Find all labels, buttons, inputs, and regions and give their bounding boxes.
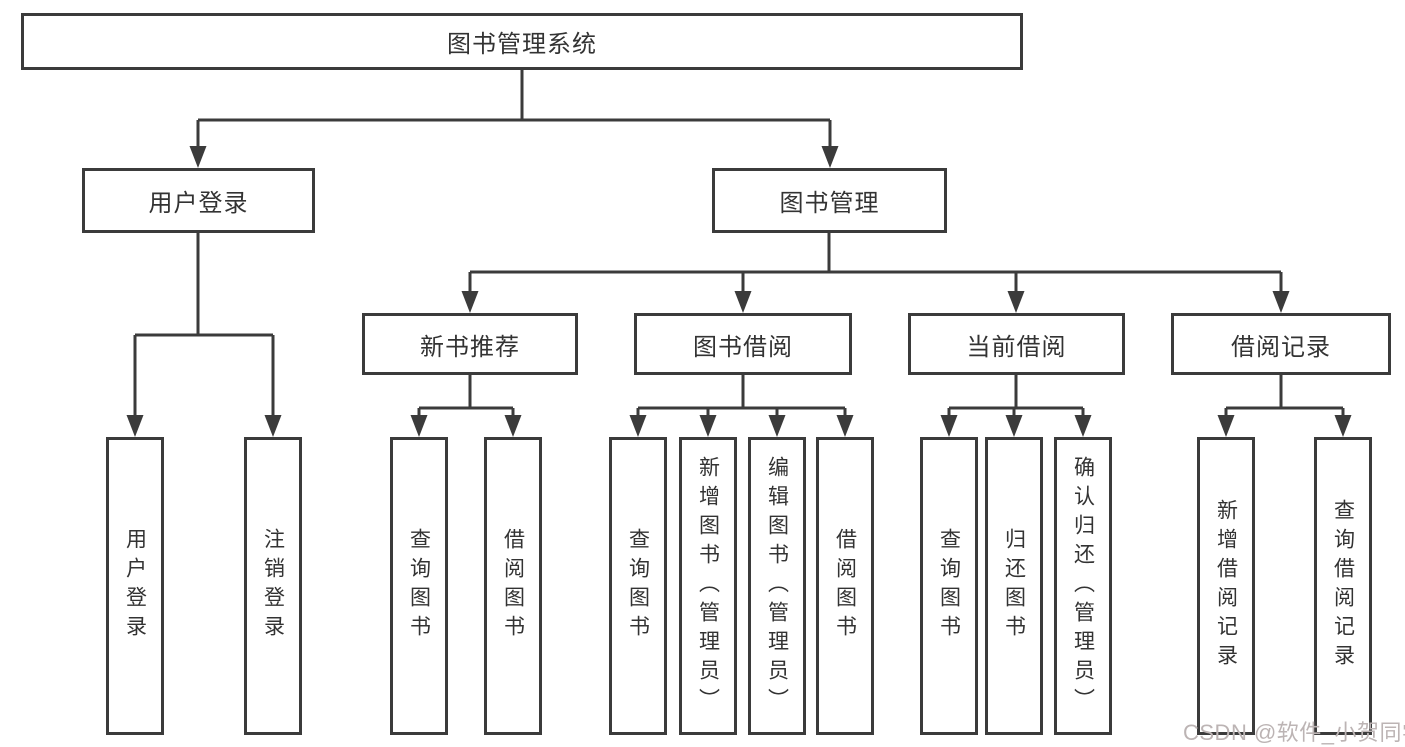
leaf-query-books-2: 查询图书: [609, 437, 667, 735]
arrow-head: [629, 415, 647, 437]
arrowheads: [126, 146, 1352, 437]
arrow-head: [1334, 415, 1352, 437]
leaf-logout: 注销登录: [244, 437, 302, 735]
arrow-head: [734, 291, 752, 313]
leaf-query-borrow-record: 查询借阅记录: [1314, 437, 1372, 735]
arrow-head: [1074, 415, 1092, 437]
node-user-login: 用户登录: [82, 168, 315, 233]
arrow-head: [126, 415, 144, 437]
arrow-head: [1007, 291, 1025, 313]
arrow-head: [1005, 415, 1023, 437]
node-book-management: 图书管理: [712, 168, 947, 233]
arrow-head: [699, 415, 717, 437]
leaf-user-login: 用户登录: [106, 437, 164, 735]
node-book-borrow: 图书借阅: [634, 313, 852, 375]
arrow-head: [821, 146, 839, 168]
node-new-book-recommend: 新书推荐: [362, 313, 578, 375]
node-borrow-records: 借阅记录: [1171, 313, 1391, 375]
leaf-return-book: 归还图书: [985, 437, 1043, 735]
arrow-head: [940, 415, 958, 437]
leaf-add-borrow-record: 新增借阅记录: [1197, 437, 1255, 735]
leaf-query-books-1: 查询图书: [390, 437, 448, 735]
arrow-head: [504, 415, 522, 437]
csdn-watermark: CSDN @软件_小贺同学: [1183, 720, 1405, 745]
leaf-edit-book-admin: 编辑图书（管理员）: [748, 437, 806, 735]
leaf-query-books-3: 查询图书: [920, 437, 978, 735]
leaf-borrow-books-2: 借阅图书: [816, 437, 874, 735]
node-current-borrow: 当前借阅: [908, 313, 1125, 375]
arrow-head: [836, 415, 854, 437]
arrow-head: [189, 146, 207, 168]
leaf-borrow-books-1: 借阅图书: [484, 437, 542, 735]
node-library-management-system: 图书管理系统: [21, 13, 1023, 70]
leaf-add-book-admin: 新增图书（管理员）: [679, 437, 737, 735]
arrow-head: [264, 415, 282, 437]
arrow-head: [461, 291, 479, 313]
arrow-head: [410, 415, 428, 437]
arrow-head: [1217, 415, 1235, 437]
leaf-confirm-return-admin: 确认归还（管理员）: [1054, 437, 1112, 735]
connector-lines: [133, 70, 1345, 421]
arrow-head: [768, 415, 786, 437]
arrow-head: [1272, 291, 1290, 313]
